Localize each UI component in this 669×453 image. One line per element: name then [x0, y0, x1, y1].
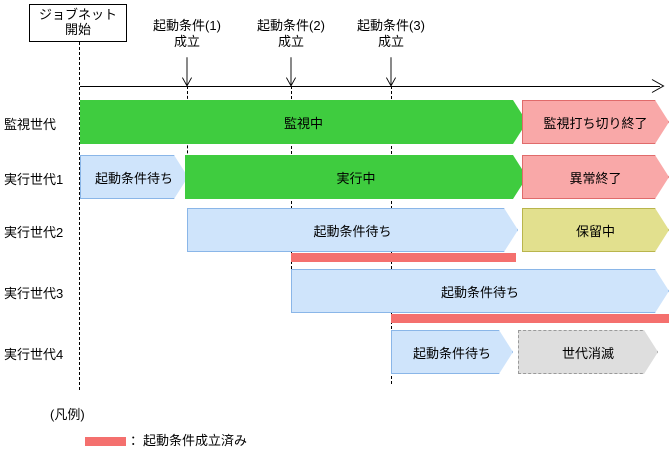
trigger-3-down-arrow-icon	[385, 57, 397, 87]
bar-gen2-hold-label: 保留中	[575, 223, 615, 239]
bar-gen1-running: 実行中	[185, 155, 527, 199]
bar-gen4-waiting: 起動条件待ち	[391, 330, 513, 374]
bar-monitoring: 監視中	[80, 100, 527, 144]
condition-met-marker-gen3	[391, 314, 669, 323]
row-label-execution-generation-2: 実行世代2	[4, 225, 64, 240]
bar-gen4-generation-deleted-label: 世代消滅	[561, 345, 614, 361]
row-label-monitoring-generation: 監視世代	[4, 117, 57, 132]
condition-met-marker-gen2	[291, 253, 516, 262]
bar-gen4-generation-deleted: 世代消滅	[518, 330, 658, 374]
bar-monitoring-timeout-end: 監視打ち切り終了	[522, 100, 669, 144]
trigger-1-label: 起動条件(1) 成立	[136, 18, 238, 49]
bar-gen3-waiting-label: 起動条件待ち	[440, 284, 519, 300]
trigger-2-down-arrow-icon	[285, 57, 297, 87]
row-label-execution-generation-3: 実行世代3	[4, 286, 64, 301]
trigger-1-line1: 起動条件(1)	[153, 18, 221, 33]
row-label-execution-generation-4: 実行世代4	[4, 347, 64, 362]
bar-monitoring-timeout-end-label: 監視打ち切り終了	[543, 115, 648, 131]
bar-gen1-abnormal-end: 異常終了	[522, 155, 669, 199]
timeline-arrow-head-icon	[651, 79, 665, 93]
bar-gen3-waiting: 起動条件待ち	[291, 269, 669, 313]
bar-gen2-waiting-label: 起動条件待ち	[313, 223, 392, 239]
bar-gen1-abnormal-end-label: 異常終了	[569, 170, 622, 186]
trigger-2-label: 起動条件(2) 成立	[240, 18, 342, 49]
legend-entry-label: ：起動条件成立済み	[130, 433, 248, 448]
start-box-line1: ジョブネット	[38, 7, 117, 23]
row-label-execution-generation-1: 実行世代1	[4, 172, 64, 187]
start-box-line2: 開始	[64, 22, 91, 37]
trigger-2-line2: 成立	[277, 33, 304, 49]
legend-swatch-condition-met	[85, 437, 126, 446]
trigger-2-line1: 起動条件(2)	[257, 18, 325, 33]
jobnet-start-box: ジョブネット 開始	[29, 4, 127, 42]
timeline-axis	[80, 86, 660, 87]
bar-gen2-hold: 保留中	[522, 208, 669, 252]
trigger-1-line2: 成立	[173, 33, 200, 49]
bar-gen4-waiting-label: 起動条件待ち	[412, 345, 491, 361]
trigger-3-line1: 起動条件(3)	[357, 18, 425, 33]
trigger-3-label: 起動条件(3) 成立	[340, 18, 442, 49]
guide-line-jobnet-start	[79, 42, 80, 390]
bar-monitoring-label: 監視中	[283, 115, 323, 131]
legend-title: (凡例)	[50, 407, 85, 422]
trigger-3-line2: 成立	[377, 33, 404, 49]
bar-gen2-waiting: 起動条件待ち	[187, 208, 518, 252]
bar-gen1-running-label: 実行中	[336, 170, 376, 186]
bar-gen1-waiting-label: 起動条件待ち	[94, 170, 173, 186]
trigger-1-down-arrow-icon	[181, 57, 193, 87]
bar-gen1-waiting: 起動条件待ち	[80, 155, 188, 199]
